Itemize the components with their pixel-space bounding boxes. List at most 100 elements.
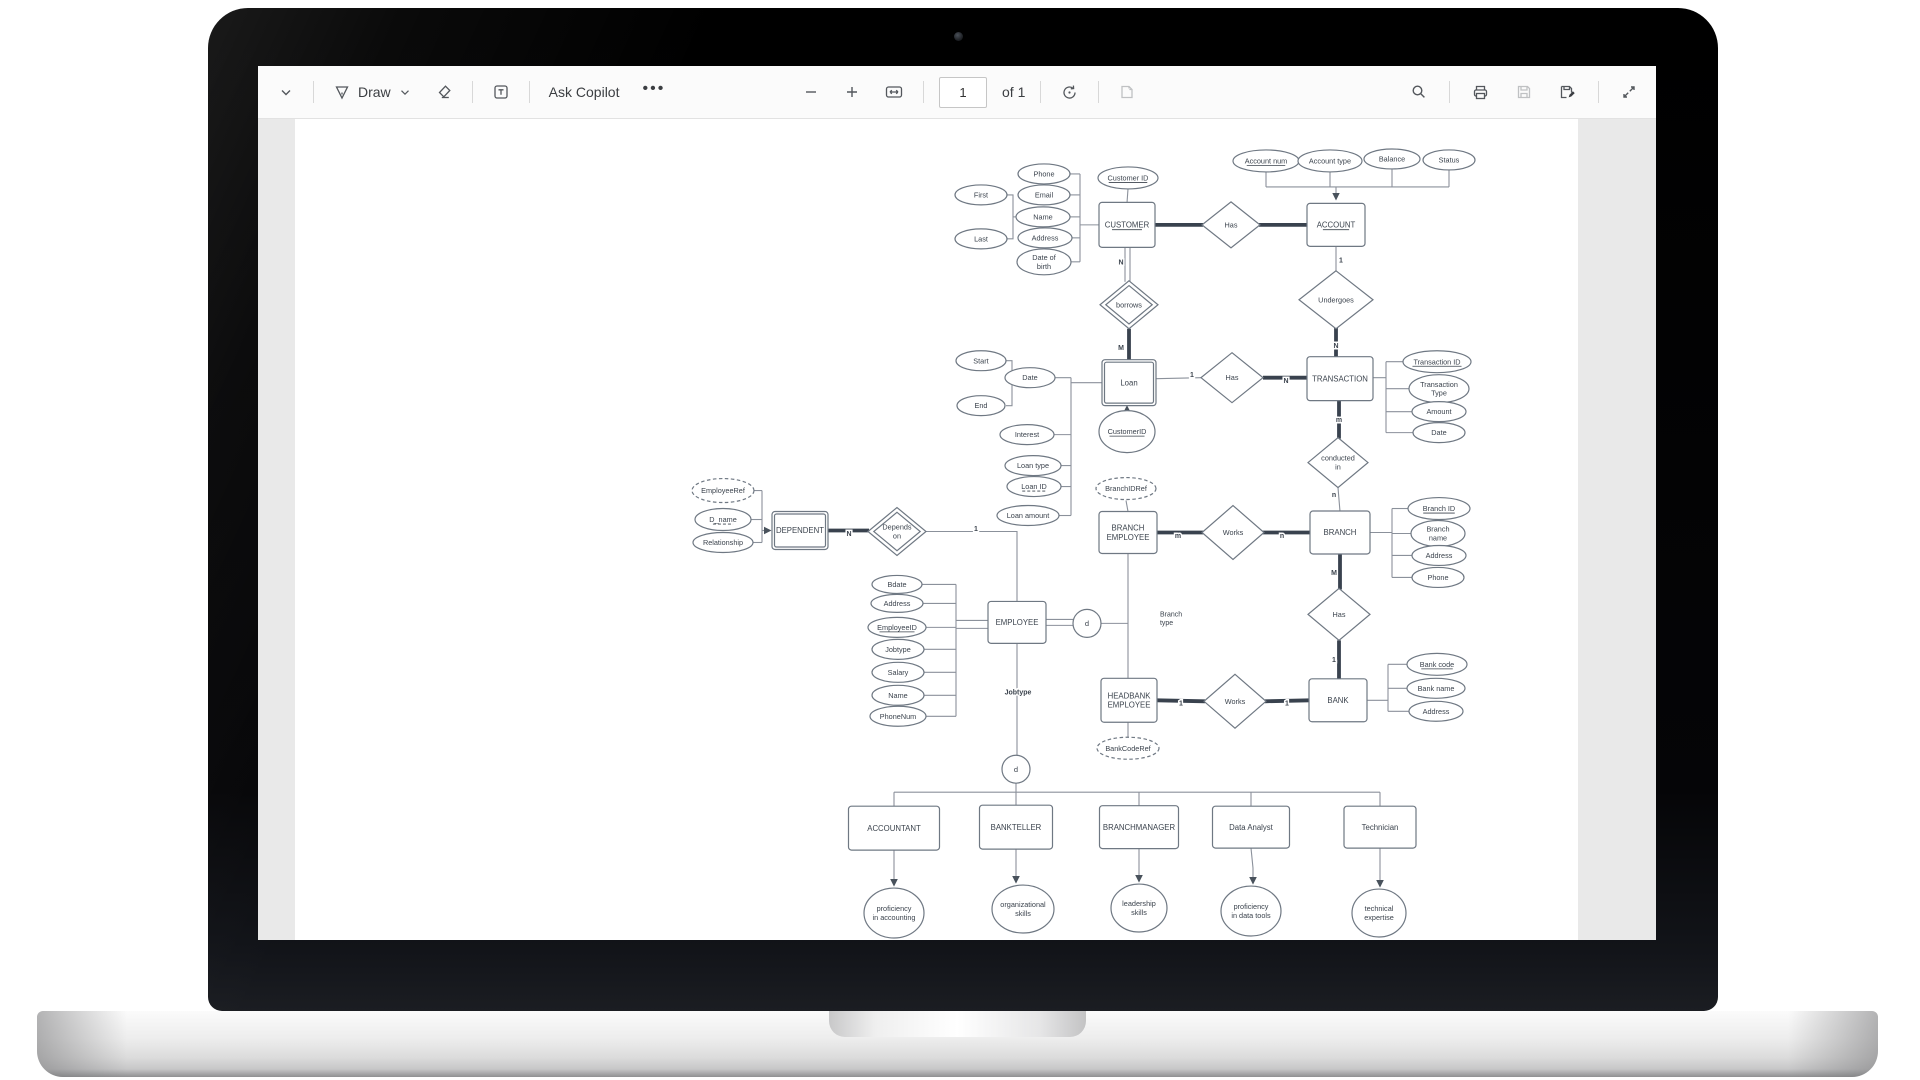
svg-text:1: 1 <box>1179 701 1183 708</box>
svg-text:ACCOUNT: ACCOUNT <box>1317 221 1356 230</box>
expand-icon <box>1620 83 1638 101</box>
svg-text:Status: Status <box>1439 156 1460 165</box>
svg-text:Loan: Loan <box>1120 378 1137 387</box>
svg-text:M: M <box>1331 570 1337 577</box>
rotate-icon <box>1060 83 1079 102</box>
toolbar-divider <box>1598 81 1599 103</box>
fullscreen-button[interactable] <box>1616 79 1642 105</box>
zoom-in-button[interactable] <box>839 79 865 105</box>
svg-text:BANKTELLER: BANKTELLER <box>991 823 1042 832</box>
svg-text:DEPENDENT: DEPENDENT <box>776 526 824 535</box>
attribute-ellipse <box>1412 422 1466 444</box>
attribute-ellipse <box>999 424 1055 446</box>
svg-text:Jobtype: Jobtype <box>885 645 911 654</box>
svg-text:Transaction ID: Transaction ID <box>1413 357 1460 366</box>
svg-text:Start: Start <box>973 356 988 365</box>
fit-width-button[interactable] <box>880 79 908 105</box>
relationship-diamond <box>1298 270 1374 330</box>
text-box-icon <box>492 83 510 101</box>
attribute-ellipse <box>1407 496 1471 521</box>
attribute-ellipse <box>1297 149 1363 173</box>
svg-text:PhoneNum: PhoneNum <box>880 712 916 721</box>
page-view-button[interactable] <box>1114 79 1142 105</box>
toolbar-divider <box>313 81 314 103</box>
entity-box <box>1343 805 1417 849</box>
attribute-ellipse <box>1017 184 1071 206</box>
svg-text:Account type: Account type <box>1309 157 1351 166</box>
attribute-ellipse <box>691 477 755 504</box>
entity-box <box>1306 356 1374 402</box>
zoom-out-button[interactable] <box>798 79 824 105</box>
svg-text:1: 1 <box>1285 701 1289 708</box>
draw-button[interactable]: Draw <box>329 79 416 105</box>
entity-box <box>1211 805 1291 849</box>
webcam-dot <box>954 32 963 41</box>
svg-text:Name: Name <box>888 691 907 700</box>
svg-text:Bdate: Bdate <box>887 580 906 589</box>
attribute-ellipse <box>1411 401 1467 423</box>
attribute-ellipse <box>954 228 1008 250</box>
eraser-button[interactable] <box>431 79 457 105</box>
svg-text:Address: Address <box>884 599 911 608</box>
svg-text:Relationship: Relationship <box>703 538 743 547</box>
attribute-ellipse <box>1004 454 1062 477</box>
attribute-ellipse <box>1408 700 1464 722</box>
attribute-ellipse <box>1110 883 1168 933</box>
save-as-button[interactable] <box>1554 79 1581 106</box>
svg-text:EmployeeRef: EmployeeRef <box>701 486 746 495</box>
attribute-ellipse <box>1016 248 1072 276</box>
svg-text:Last: Last <box>974 234 988 243</box>
attribute-ellipse <box>1402 350 1472 374</box>
laptop-screen: Draw Ask Copi <box>258 66 1656 940</box>
svg-text:Jobtype: Jobtype <box>1005 690 1032 697</box>
minus-icon <box>802 83 820 101</box>
svg-text:N: N <box>1118 259 1123 266</box>
entity-box <box>1100 677 1158 723</box>
ask-copilot-button[interactable]: Ask Copilot <box>545 80 624 104</box>
add-text-button[interactable] <box>488 79 514 105</box>
svg-text:BranchIDRef: BranchIDRef <box>1105 484 1148 493</box>
relationship-diamond <box>1200 351 1264 404</box>
entity-box <box>987 600 1047 644</box>
base-shadow-left <box>37 1011 127 1077</box>
svg-text:Amount: Amount <box>1426 407 1451 416</box>
svg-text:Works: Works <box>1223 528 1244 537</box>
attribute-ellipse <box>871 684 925 706</box>
search-icon <box>1410 83 1428 101</box>
attribute-ellipse <box>1220 885 1282 937</box>
svg-text:borrows: borrows <box>1116 300 1142 309</box>
rotate-button[interactable] <box>1056 79 1083 106</box>
toolbar-divider <box>1098 81 1100 103</box>
toolbar-divider <box>1040 81 1042 103</box>
svg-text:Loan amount: Loan amount <box>1007 511 1050 520</box>
page-number-input[interactable]: 1 <box>939 76 987 108</box>
attribute-ellipse <box>1097 166 1159 190</box>
search-button[interactable] <box>1406 79 1432 105</box>
svg-text:CUSTOMER: CUSTOMER <box>1105 221 1150 230</box>
entity-box <box>1098 510 1158 555</box>
svg-text:Email: Email <box>1035 190 1054 199</box>
svg-text:Salary: Salary <box>888 668 909 677</box>
plus-icon <box>843 83 861 101</box>
more-options-button[interactable]: ••• <box>638 76 669 108</box>
save-button[interactable] <box>1511 79 1537 105</box>
relationship-diamond <box>1203 673 1267 730</box>
page-number-value: 1 <box>959 84 967 100</box>
attribute-ellipse <box>692 531 754 554</box>
svg-text:m: m <box>1175 533 1181 540</box>
attribute-ellipse <box>955 350 1007 372</box>
svg-text:Branch ID: Branch ID <box>1423 504 1455 513</box>
entity-box <box>1309 510 1371 555</box>
toolbar-menu-chevron[interactable] <box>274 80 298 104</box>
print-button[interactable] <box>1467 79 1494 106</box>
entity-box <box>1306 202 1366 247</box>
svg-text:N: N <box>1283 378 1288 385</box>
attribute-ellipse <box>871 661 925 683</box>
